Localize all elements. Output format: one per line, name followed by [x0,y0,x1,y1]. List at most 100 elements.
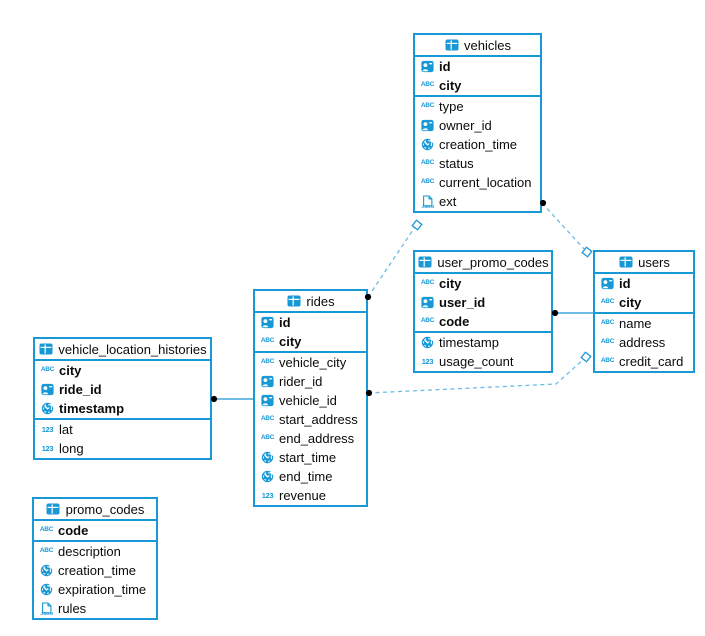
field-name: current_location [439,175,532,190]
key-fields-section: ABC code [34,521,156,542]
fields-section: ABC vehicle_city rider_id vehicle_id ABC… [255,353,366,505]
number-123-icon: 123 [41,424,54,434]
relation-many-marker [411,219,423,231]
field-row: timestamp [35,399,210,418]
text-abc-icon: ABC [40,366,55,374]
field-name: timestamp [59,401,125,416]
text-abc-icon: ABC [600,338,615,346]
id-icon [40,383,55,396]
field-name: credit_card [619,354,684,369]
field-name: city [279,334,302,349]
table-header: rides [255,291,366,313]
id-icon [420,119,435,132]
field-name: creation_time [58,563,137,578]
field-name: id [619,276,631,291]
field-name: vehicle_id [279,393,337,408]
field-row: ABC vehicle_city [255,353,366,372]
text-abc-icon: ABC [600,319,615,327]
fields-section: ABC name ABC address ABC credit_card [595,314,693,371]
key-fields-section: ABC city user_id ABC code [415,274,551,333]
field-row: ABC start_address [255,410,366,429]
text-abc-icon: ABC [39,547,54,555]
table-header: users [595,252,693,274]
table-icon [38,343,53,355]
field-name: city [439,276,462,291]
field-name: id [279,315,291,330]
field-name: owner_id [439,118,492,133]
field-row: ABC city [415,274,551,293]
field-name: city [439,78,462,93]
datetime-icon [260,470,275,483]
field-name: city [619,295,642,310]
text-abc-icon: ABC [420,102,435,110]
field-name: usage_count [439,354,514,369]
field-name: ext [439,194,457,209]
key-fields-section: ABC city ride_id timestamp [35,361,210,420]
field-row: owner_id [415,116,540,135]
field-row: end_time [255,467,366,486]
fields-section: timestamp 123 usage_count [415,333,551,371]
field-row: id [255,313,366,332]
key-fields-section: id ABC city [595,274,693,314]
field-row: ABC city [415,76,540,95]
text-abc-icon: ABC [420,317,435,325]
field-row: 123 usage_count [415,352,551,371]
field-name: vehicle_city [279,355,347,370]
field-row: rider_id [255,372,366,391]
table-icon [286,295,301,307]
table-rides[interactable]: rides id ABC city ABC vehicle_city rider… [253,289,368,507]
field-name: code [58,523,89,538]
field-name: name [619,316,652,331]
field-name: type [439,99,464,114]
number-123-icon: 123 [41,443,54,453]
text-abc-icon: ABC [260,358,275,366]
relation-vehicles-users[interactable] [541,202,586,251]
number-123-icon: 123 [261,490,274,500]
field-row: ABC code [415,312,551,331]
field-name: end_address [279,431,355,446]
datetime-icon [420,336,435,349]
table-icon [444,39,459,51]
datetime-icon [40,402,55,415]
datetime-icon [39,583,54,596]
field-row: 123 lat [35,420,210,439]
field-name: revenue [279,488,326,503]
table-header: promo_codes [34,499,156,521]
table-user_promo_codes[interactable]: user_promo_codes ABC city user_id ABC co… [413,250,553,373]
table-vehicles[interactable]: vehicles id ABC city ABC type owner_id [413,33,542,213]
field-name: end_time [279,469,333,484]
field-row: ABC type [415,97,540,116]
field-row: ride_id [35,380,210,399]
text-abc-icon: ABC [600,357,615,365]
text-abc-icon: ABC [260,415,275,423]
text-abc-icon: ABC [600,298,615,306]
text-abc-icon: ABC [260,434,275,442]
field-row: ABC credit_card [595,352,693,371]
field-row: id [595,274,693,293]
table-header: user_promo_codes [415,252,551,274]
field-name: ride_id [59,382,102,397]
text-abc-icon: ABC [420,279,435,287]
field-name: rider_id [279,374,323,389]
field-row: ext [415,192,540,211]
field-name: creation_time [439,137,518,152]
field-name: city [59,363,82,378]
table-vehicle_location_histories[interactable]: vehicle_location_histories ABC city ride… [33,337,212,460]
field-row: ABC description [34,542,156,561]
field-row: creation_time [34,561,156,580]
relation-many-marker [581,246,593,258]
table-icon [46,503,61,515]
id-icon [260,375,275,388]
table-users[interactable]: users id ABC city ABC name ABC address A… [593,250,695,373]
relation-rides-vehicles[interactable] [367,226,416,298]
number-123-icon: 123 [421,356,434,366]
id-icon [420,296,435,309]
id-icon [600,277,615,290]
id-icon [260,394,275,407]
field-row: ABC city [255,332,366,351]
field-row: user_id [415,293,551,312]
table-promo_codes[interactable]: promo_codes ABC code ABC description cre… [32,497,158,620]
field-name: code [439,314,470,329]
text-abc-icon: ABC [420,81,435,89]
table-icon [417,256,432,268]
